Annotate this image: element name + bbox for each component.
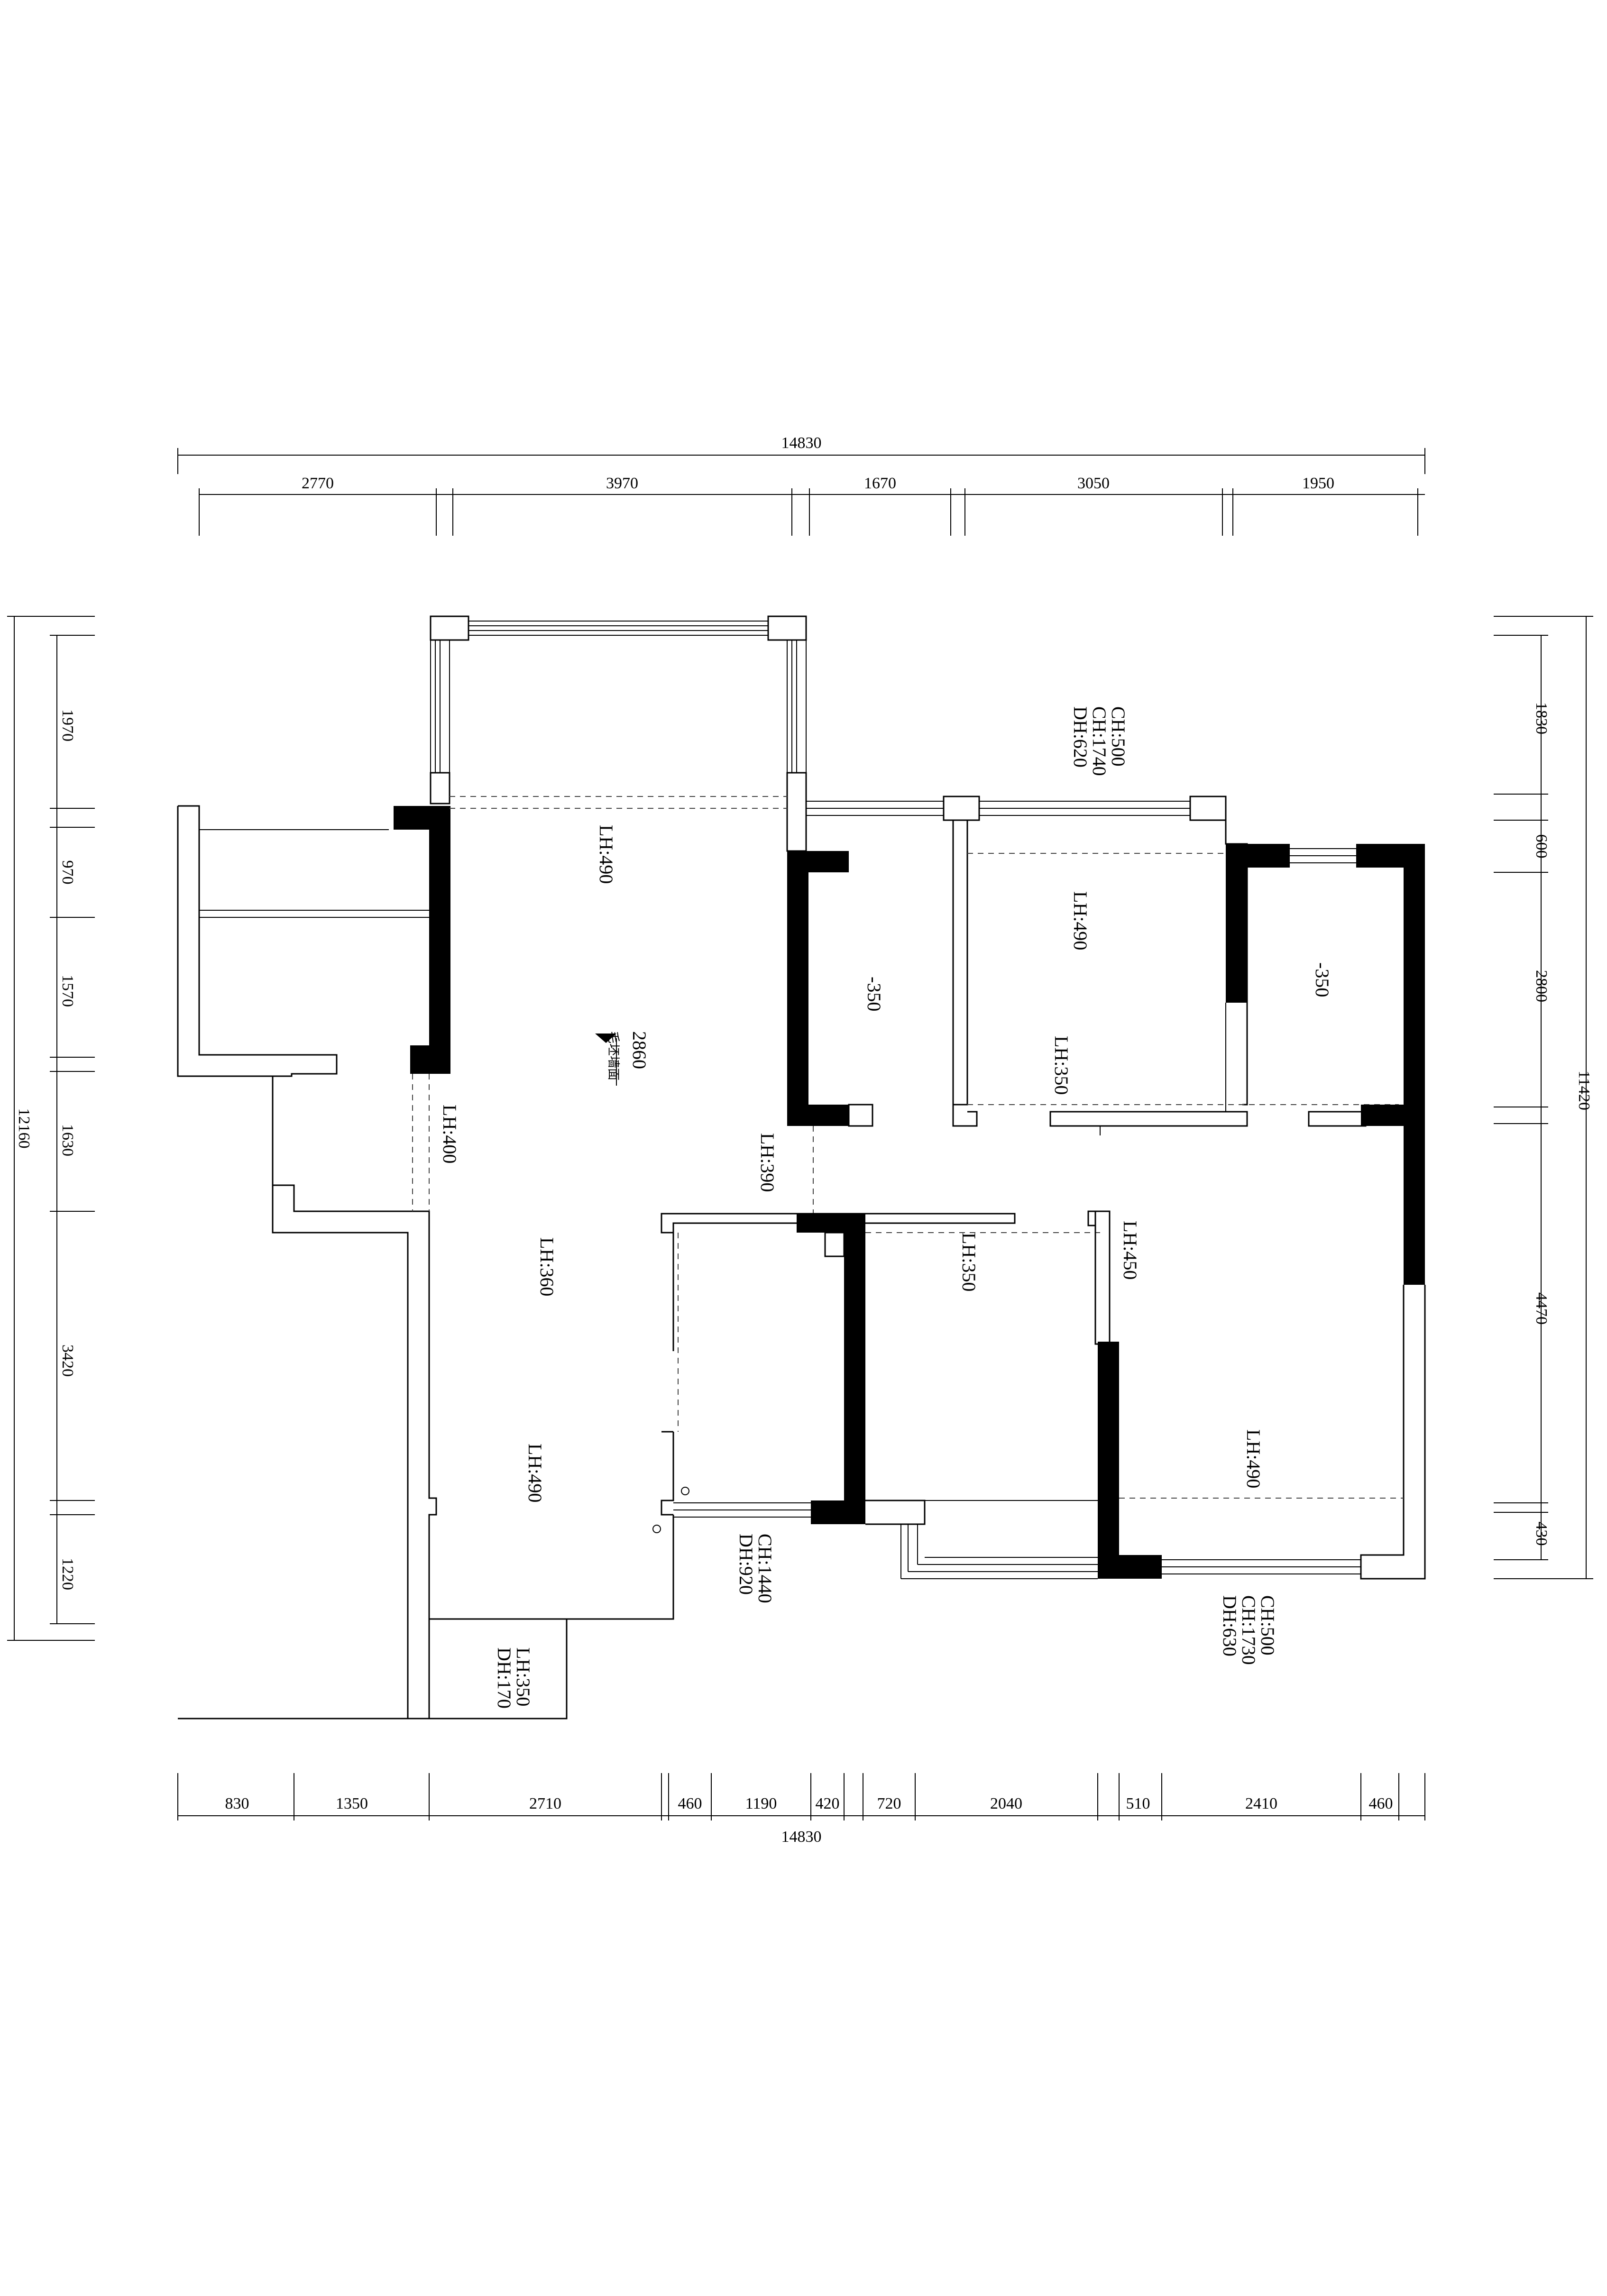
living-top-lh: LH:490 bbox=[596, 825, 617, 884]
living-bottom-lh: LH:490 bbox=[524, 1444, 546, 1502]
room-b-lh2: LH:350 bbox=[1051, 1036, 1072, 1095]
top-dim-4: 3050 bbox=[1077, 475, 1110, 492]
window-note-br-ch2: CH:1730 bbox=[1238, 1595, 1259, 1665]
room-b-lh: LH:490 bbox=[1070, 891, 1091, 950]
bottom-dim-8: 2040 bbox=[990, 1795, 1022, 1812]
top-dim-1: 2770 bbox=[302, 475, 334, 492]
living-mid-lh: LH:400 bbox=[439, 1105, 460, 1163]
balcony-note-dh: DH:170 bbox=[494, 1647, 515, 1709]
bottom-dim-6: 420 bbox=[816, 1795, 840, 1812]
bottom-dim-1: 830 bbox=[225, 1795, 249, 1812]
bottom-dim-2: 1350 bbox=[336, 1795, 368, 1812]
height-marker-triangle bbox=[595, 1034, 616, 1043]
top-dim-5: 1950 bbox=[1302, 475, 1334, 492]
window-note-bc-dh: DH:920 bbox=[735, 1534, 757, 1595]
right-dim-1: 1830 bbox=[1533, 702, 1550, 734]
top-dim-2: 3970 bbox=[606, 475, 638, 492]
left-dim-5: 3420 bbox=[59, 1345, 76, 1377]
balcony-note-lh: LH:350 bbox=[513, 1647, 534, 1706]
bedroom-br-lh: LH:490 bbox=[1243, 1429, 1264, 1488]
bottom-dim-5: 1190 bbox=[745, 1795, 777, 1812]
right-dim-3: 2800 bbox=[1533, 970, 1550, 1002]
window-note-top-ch1: CH:500 bbox=[1108, 706, 1129, 767]
left-dim-1: 1970 bbox=[59, 709, 76, 741]
window-note-top-ch2: CH:1740 bbox=[1089, 706, 1110, 776]
bottom-dim-11: 460 bbox=[1369, 1795, 1393, 1812]
left-total-dim: 12160 bbox=[15, 1108, 33, 1149]
bottom-total-dim: 14830 bbox=[781, 1828, 822, 1846]
walls bbox=[177, 615, 1426, 1720]
bedroom-right-lh: LH:450 bbox=[1120, 1221, 1141, 1280]
bottom-dim-9: 510 bbox=[1126, 1795, 1150, 1812]
living-center-lh: LH:360 bbox=[536, 1237, 558, 1296]
right-total-dim: 11420 bbox=[1575, 1070, 1593, 1110]
left-dim-6: 1220 bbox=[59, 1558, 76, 1590]
right-dim-5: 430 bbox=[1533, 1522, 1550, 1546]
bedroom-mid-lh: LH:350 bbox=[958, 1233, 980, 1291]
right-dim-4: 4470 bbox=[1533, 1292, 1550, 1325]
right-dim-2: 600 bbox=[1533, 834, 1550, 859]
top-total-dim: 14830 bbox=[781, 434, 822, 452]
window-note-bc-ch: CH:1440 bbox=[754, 1534, 776, 1603]
window-note-br-dh: DH:630 bbox=[1219, 1595, 1240, 1656]
top-dim-3: 1670 bbox=[864, 475, 896, 492]
window-note-br-ch1: CH:500 bbox=[1257, 1595, 1278, 1656]
left-dim-4: 1630 bbox=[59, 1124, 76, 1156]
bottom-dim-4: 460 bbox=[678, 1795, 702, 1812]
room-c-level: -350 bbox=[1312, 962, 1333, 997]
height-mark-value: 2860 bbox=[629, 1031, 650, 1069]
top-dimension-chain: 14830 2770 3970 1670 3050 1950 bbox=[177, 434, 1425, 536]
bottom-dim-10: 2410 bbox=[1245, 1795, 1277, 1812]
room-a-level: -350 bbox=[863, 977, 885, 1011]
bottom-dimension-chain: 14830 830 1350 2710 460 1190 420 720 204… bbox=[177, 1773, 1425, 1846]
left-dimension-chain: 12160 1970 970 1570 1630 3420 1220 bbox=[7, 616, 95, 1641]
corridor-lh: LH:390 bbox=[757, 1133, 778, 1192]
left-dim-3: 1570 bbox=[59, 975, 76, 1007]
left-dim-2: 970 bbox=[59, 860, 76, 885]
window-note-top-dh: DH:620 bbox=[1070, 706, 1091, 768]
right-dimension-chain: 11420 1830 600 2800 4470 430 bbox=[1494, 616, 1593, 1579]
bottom-dim-7: 720 bbox=[877, 1795, 901, 1812]
annotations: CH:500 CH:1740 DH:620 CH:500 CH:1730 DH:… bbox=[439, 706, 1333, 1709]
bottom-dim-3: 2710 bbox=[529, 1795, 561, 1812]
height-mark-note: 毛坯墙面 bbox=[606, 1031, 620, 1080]
